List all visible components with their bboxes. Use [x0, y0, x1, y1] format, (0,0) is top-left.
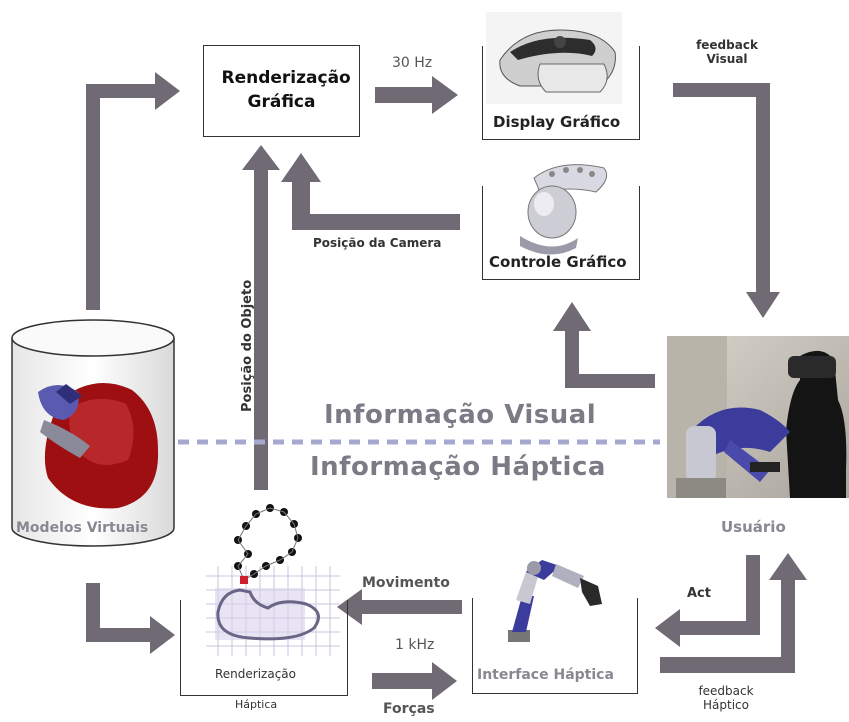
flow-arrows	[86, 72, 807, 700]
3d-mouse-image	[520, 164, 608, 255]
arrow-act	[655, 555, 760, 647]
rate-visual-label: 30 Hz	[392, 55, 433, 71]
arrow-models-to-haptic-rendering	[86, 583, 175, 654]
arrow-rendering-to-display	[375, 76, 458, 114]
haptic-chain	[234, 504, 302, 584]
arrow-forces	[372, 662, 457, 700]
arrow-object-position	[242, 145, 280, 490]
movement-label: Movimento	[362, 575, 450, 591]
graphic-display-label: Display Gráfico	[493, 113, 621, 131]
arrow-feedback-haptic	[660, 553, 807, 673]
haptic-rendering-label-2: Háptica	[235, 698, 278, 711]
arrow-models-to-rendering	[86, 72, 180, 310]
graphic-control-label: Controle Gráfico	[489, 253, 627, 271]
user-label: Usuário	[721, 518, 786, 536]
user-photo	[667, 336, 849, 498]
haptic-feedback-label: feedback Háptico	[698, 684, 754, 712]
virtual-model-image	[38, 382, 159, 509]
headset-image	[486, 12, 622, 104]
haptic-rendering-frame[interactable]	[180, 600, 348, 696]
visual-feedback-label: feedback Visual	[696, 38, 758, 66]
virtual-models-label: Modelos Virtuais	[16, 520, 149, 536]
rate-haptic-label: 1 kHz	[395, 637, 435, 653]
graphic-rendering-box[interactable]: Renderização Gráfica	[203, 45, 360, 137]
haptic-interface-frame[interactable]	[472, 598, 638, 694]
arrow-camera-position	[281, 153, 460, 230]
arrow-movement	[337, 589, 462, 625]
arrow-feedback-visual	[673, 83, 780, 318]
robot-arm-image	[508, 560, 602, 642]
haptic-rendering-label-1: Renderização	[215, 667, 296, 681]
visual-info-label: Informação Visual	[324, 400, 597, 430]
haptic-interface-label: Interface Háptica	[477, 667, 614, 683]
haptic-info-label: Informação Háptica	[310, 452, 606, 482]
arrow-user-to-control	[553, 302, 655, 388]
graphic-rendering-label: Renderização Gráfica	[221, 68, 351, 112]
graphic-display-frame[interactable]	[482, 46, 640, 140]
camera-position-label: Posição da Camera	[313, 236, 442, 250]
haptic-path	[216, 588, 320, 641]
graphic-control-frame[interactable]	[482, 186, 640, 280]
object-position-label: Posição do Objeto	[240, 279, 255, 412]
act-label: Act	[687, 586, 711, 601]
forces-label: Forças	[383, 701, 435, 717]
